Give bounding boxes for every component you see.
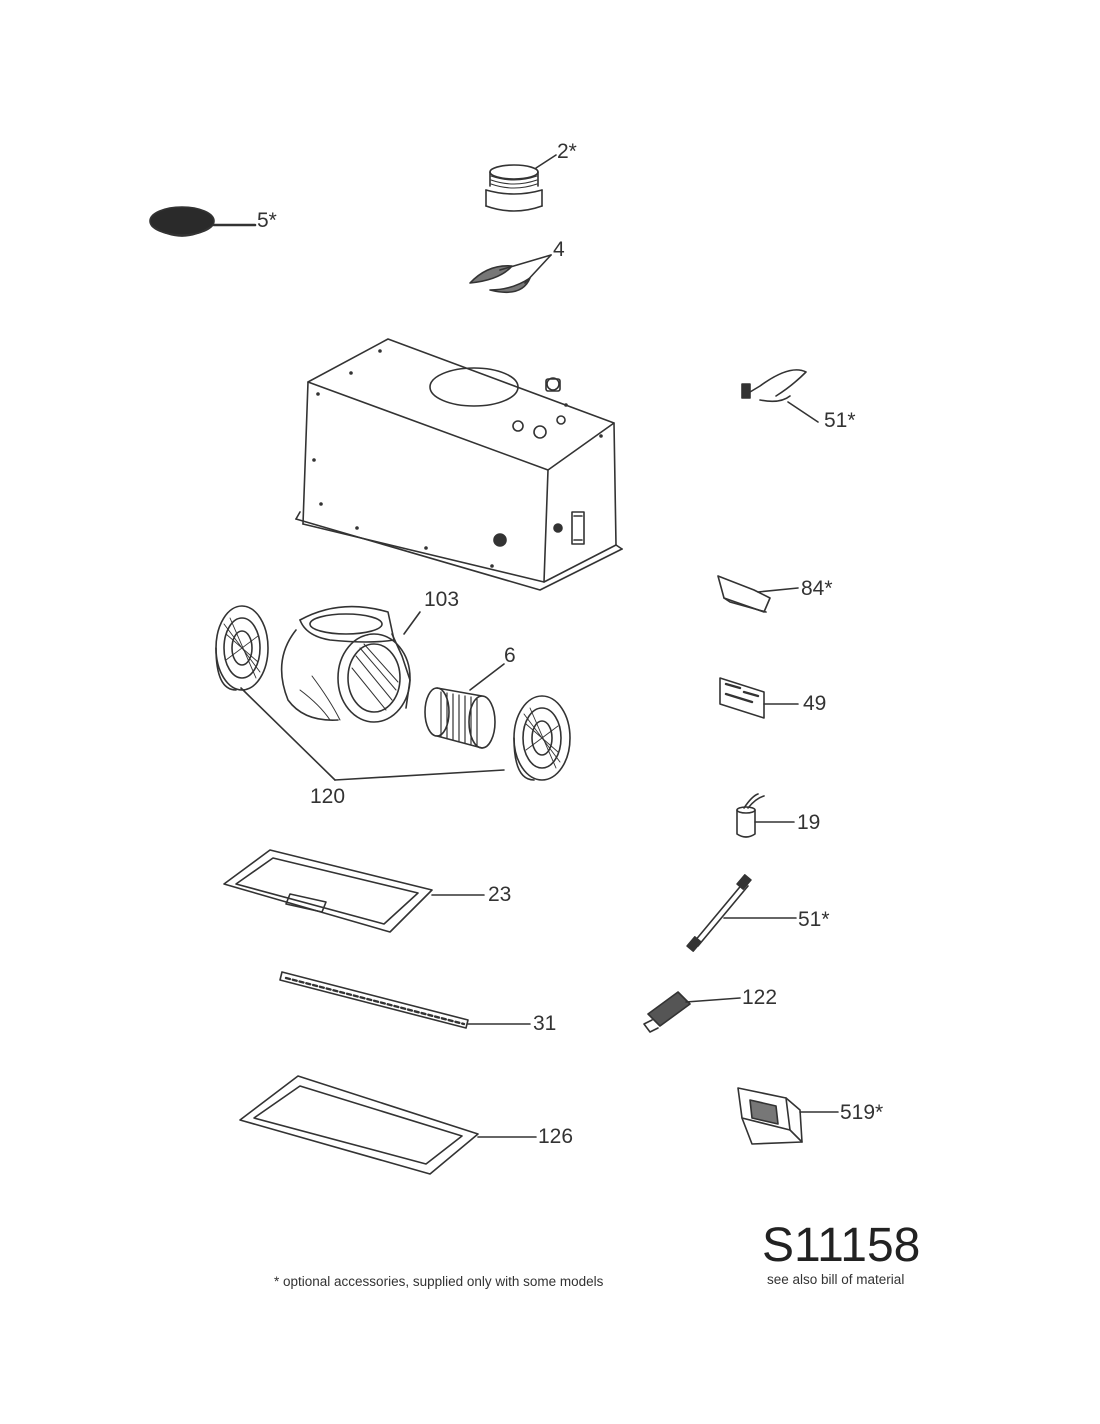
callout-19: 19 [797, 811, 821, 834]
part-lamp-holder [643, 991, 741, 1033]
callout-51-bottom: 51* [798, 908, 830, 931]
callout-120: 120 [310, 785, 346, 808]
part-flaps [469, 254, 552, 294]
callout-4: 4 [553, 238, 565, 261]
part-capacitor [736, 793, 795, 838]
part-bottom-panel-126 [239, 1075, 537, 1175]
part-control-board [719, 677, 799, 719]
callout-519: 519* [840, 1101, 884, 1124]
callout-5: 5* [257, 209, 277, 232]
part-hood-housing [295, 338, 623, 591]
callout-103: 103 [424, 588, 460, 611]
footnote: * optional accessories, supplied only wi… [274, 1274, 604, 1289]
part-round-filter [149, 206, 257, 237]
part-duct-collar [485, 154, 557, 212]
see-also-note: see also bill of material [767, 1272, 905, 1287]
callout-23: 23 [488, 883, 512, 906]
part-fan-wheel [424, 663, 505, 749]
part-cable-51-top [741, 369, 819, 423]
callout-126: 126 [538, 1125, 574, 1148]
part-blower-housing [280, 605, 421, 723]
callout-6: 6 [504, 644, 516, 667]
part-carbon-filters [215, 605, 571, 781]
callout-31: 31 [533, 1012, 557, 1035]
callout-49: 49 [803, 692, 827, 715]
part-mounting-bracket [737, 1087, 839, 1145]
callout-51-top: 51* [824, 409, 856, 432]
part-light-bar [279, 971, 531, 1029]
callout-122: 122 [742, 986, 778, 1009]
part-wire-51-bottom [686, 874, 797, 952]
part-bracket-84 [717, 575, 799, 613]
part-frame-23 [223, 849, 485, 933]
callout-84: 84* [801, 577, 833, 600]
callout-2: 2* [557, 140, 577, 163]
drawing-code: S11158 [762, 1219, 921, 1272]
